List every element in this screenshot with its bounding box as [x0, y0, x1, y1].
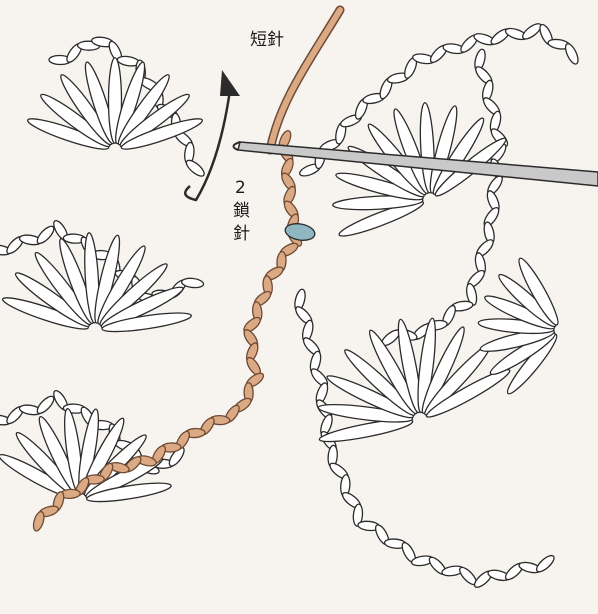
- yarn-chain-stitch: [31, 510, 45, 532]
- join-marker: [284, 222, 316, 243]
- label-chain: 鎖: [233, 203, 250, 220]
- lace-chain-stitch: [534, 553, 556, 574]
- arrow-head: [220, 70, 240, 96]
- lace-chain-stitch: [184, 158, 207, 179]
- label-single-crochet: 短針: [250, 32, 284, 49]
- right-lace-panel: [293, 21, 581, 590]
- label-stitch: 針: [233, 226, 250, 243]
- lace-chain-stitch: [35, 224, 57, 246]
- lace-chain-stitch: [35, 394, 57, 416]
- left-lace-panel: [0, 36, 207, 506]
- lace-chain-stitch: [563, 42, 580, 66]
- up-arrow-icon: [185, 70, 240, 200]
- label-two: 2: [235, 180, 246, 197]
